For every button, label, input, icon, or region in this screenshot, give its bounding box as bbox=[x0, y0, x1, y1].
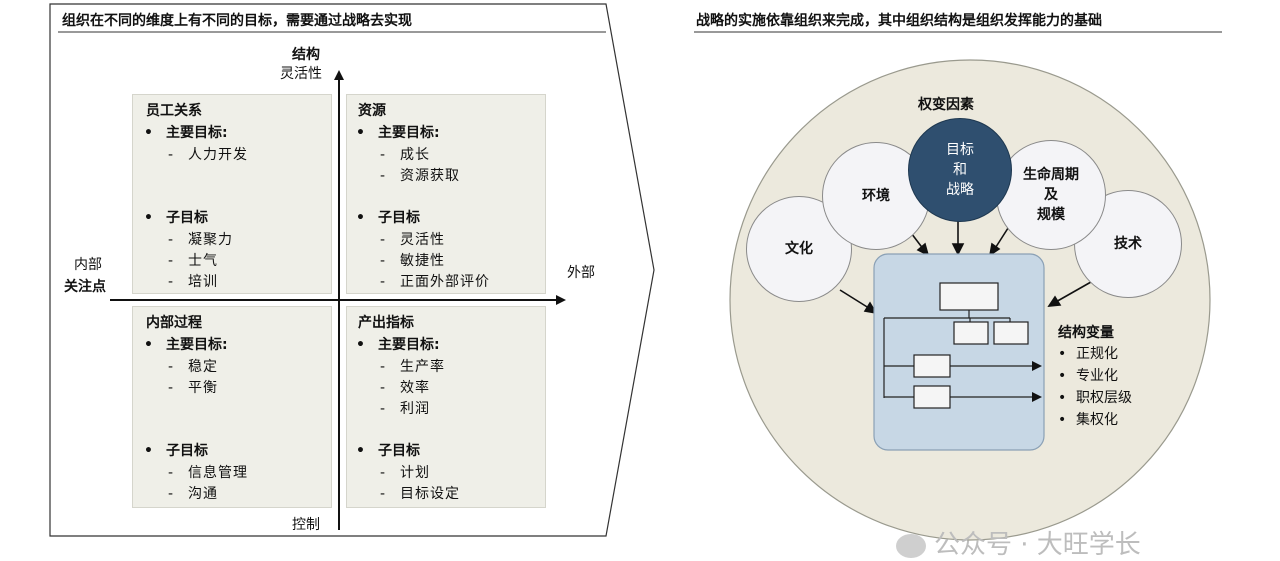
axis-top-subtitle: 灵活性 bbox=[280, 66, 322, 82]
axis-right-label: 外部 bbox=[567, 265, 595, 281]
quadrant-br-sub-label: •子目标 bbox=[356, 443, 420, 459]
quadrant-br-title: 产出指标 bbox=[358, 315, 414, 331]
list-item: -利润 bbox=[380, 401, 430, 417]
quadrant-employee-relations bbox=[132, 94, 332, 294]
quadrant-bl-sub-label: •子目标 bbox=[144, 443, 208, 459]
quadrant-bl-title: 内部过程 bbox=[146, 315, 202, 331]
wechat-icon bbox=[896, 533, 926, 558]
right-panel-title: 战略的实施依靠组织来完成，其中组织结构是组织发挥能力的基础 bbox=[696, 13, 1102, 29]
left-panel-title: 组织在不同的维度上有不同的目标，需要通过战略去实现 bbox=[62, 13, 412, 29]
list-item: -信息管理 bbox=[168, 465, 248, 481]
list-item: -沟通 bbox=[168, 486, 218, 502]
list-item: -计划 bbox=[380, 465, 430, 481]
contingency-factors-label: 权变因素 bbox=[918, 97, 974, 113]
factor-goals-strategy: 目标和战略 bbox=[908, 118, 1012, 222]
quadrant-tl-main-label: •主要目标: bbox=[144, 125, 228, 141]
quadrant-output-metrics bbox=[346, 306, 546, 508]
quadrant-tl-title: 员工关系 bbox=[146, 103, 202, 119]
axis-left-label-line2: 关注点 bbox=[64, 279, 106, 295]
factor-environment: 环境 bbox=[822, 142, 930, 250]
quadrant-resources bbox=[346, 94, 546, 294]
list-item: •职权层级 bbox=[1058, 390, 1132, 406]
list-item: -敏捷性 bbox=[380, 253, 445, 269]
quadrant-tl-sub-label: •子目标 bbox=[144, 210, 208, 226]
factor-lifecycle-scale: 生命周期及规模 bbox=[996, 140, 1106, 250]
list-item: -灵活性 bbox=[380, 232, 445, 248]
list-item: •正规化 bbox=[1058, 346, 1118, 362]
factor-technology: 技术 bbox=[1074, 190, 1182, 298]
list-item: -平衡 bbox=[168, 380, 218, 396]
axis-bottom-label: 控制 bbox=[292, 517, 320, 533]
quadrant-bl-main-label: •主要目标: bbox=[144, 337, 228, 353]
list-item: -培训 bbox=[168, 274, 218, 290]
list-item: -资源获取 bbox=[380, 168, 460, 184]
structure-variables-list: •正规化 •专业化 •职权层级 •集权化 bbox=[1058, 343, 1132, 431]
list-item: -目标设定 bbox=[380, 486, 460, 502]
list-item: •专业化 bbox=[1058, 368, 1118, 384]
axis-left-label-line1: 内部 bbox=[74, 257, 102, 273]
list-item: -效率 bbox=[380, 380, 430, 396]
list-item: -稳定 bbox=[168, 359, 218, 375]
list-item: -生产率 bbox=[380, 359, 445, 375]
watermark: 公众号 · 大旺学长 bbox=[896, 524, 1141, 561]
quadrant-br-main-label: •主要目标: bbox=[356, 337, 440, 353]
axis-top-title: 结构 bbox=[292, 47, 320, 63]
list-item: -正面外部评价 bbox=[380, 274, 490, 290]
list-item: -人力开发 bbox=[168, 147, 248, 163]
quadrant-tr-title: 资源 bbox=[358, 103, 386, 119]
quadrant-tr-main-label: •主要目标: bbox=[356, 125, 440, 141]
quadrant-tr-sub-label: •子目标 bbox=[356, 210, 420, 226]
list-item: -成长 bbox=[380, 147, 430, 163]
quadrant-internal-process bbox=[132, 306, 332, 508]
list-item: •集权化 bbox=[1058, 412, 1118, 428]
list-item: -凝聚力 bbox=[168, 232, 233, 248]
structure-variables-title: 结构变量 bbox=[1058, 325, 1114, 341]
list-item: -士气 bbox=[168, 253, 218, 269]
